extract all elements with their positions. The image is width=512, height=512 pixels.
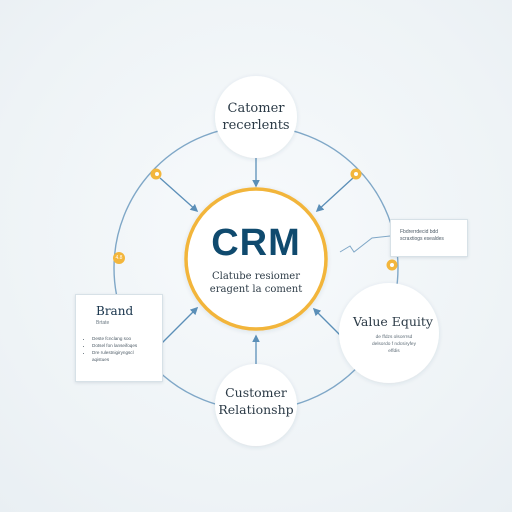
brand-card-item: Deste fcnclang soo [92,335,170,342]
callout-card-text: Fbdrerrdecid bdd scraxtiogs esealdes [400,229,462,243]
node-bottom-line2: Relationshp [218,402,294,417]
brand-card-item: aqistues [92,357,110,362]
ring-dot-upper-right-core [354,172,358,176]
arrow-upper-left-to-center [159,177,199,213]
brand-card-title: Brand [96,304,134,318]
ring-dot-upper-left-core [155,172,159,176]
brand-card-list: Deste fcnclang soo Dotsel fon lanseifoqe… [82,335,170,363]
crm-center-circle [184,187,328,331]
arrow-lower-left-to-center [159,306,199,346]
brand-card: Brand Brtate Deste fcnclang soo Dotsel f… [75,294,163,382]
crm-title: CRM [211,222,301,264]
brand-card-item: Dotsel fon lanseifoqes [92,342,170,349]
node-right-note: effdis [388,349,400,354]
crm-subtitle-line1: Clatube resiomer [212,271,300,282]
callout-card: Fbdrerrdecid bdd scraxtiogs esealdes [390,219,468,257]
ring-dot-right-core [390,263,394,267]
node-top-label: Catomer recerlents [211,100,301,134]
node-bottom-label: Customer Relationshp [210,384,302,418]
node-top-line2: recerlents [222,118,290,133]
brand-card-item: Dre rulestnigiryngscl [92,349,170,356]
callout-line: scraxtiogs esealdes [400,236,444,242]
arrow-upper-right-to-center [315,177,354,213]
ring-badge-left: 4.8 [113,252,125,264]
node-right-circle [339,283,439,383]
crm-subtitle-line2: eragent la coment [209,284,303,295]
node-right-notes: de ffdzs olsorrrsd delsordo f ndcsiryfey… [349,334,439,355]
node-top-circle [215,76,297,158]
node-right-note: delsordo f ndcsiryfey [372,342,416,347]
callout-pointer-line [339,235,391,253]
node-bottom-line1: Customer [225,385,287,400]
callout-line: Fbdrerrdecid bdd [400,229,439,235]
brand-card-subtitle: Brtate [96,320,110,326]
node-bottom-circle [215,364,297,446]
node-right-note: de ffdzs olsorrrsd [375,335,413,340]
node-right-label: Value Equity [352,314,433,329]
crm-subtitle: Clatube resiomer eragent la coment [198,270,314,296]
node-top-line1: Catomer [227,101,285,116]
